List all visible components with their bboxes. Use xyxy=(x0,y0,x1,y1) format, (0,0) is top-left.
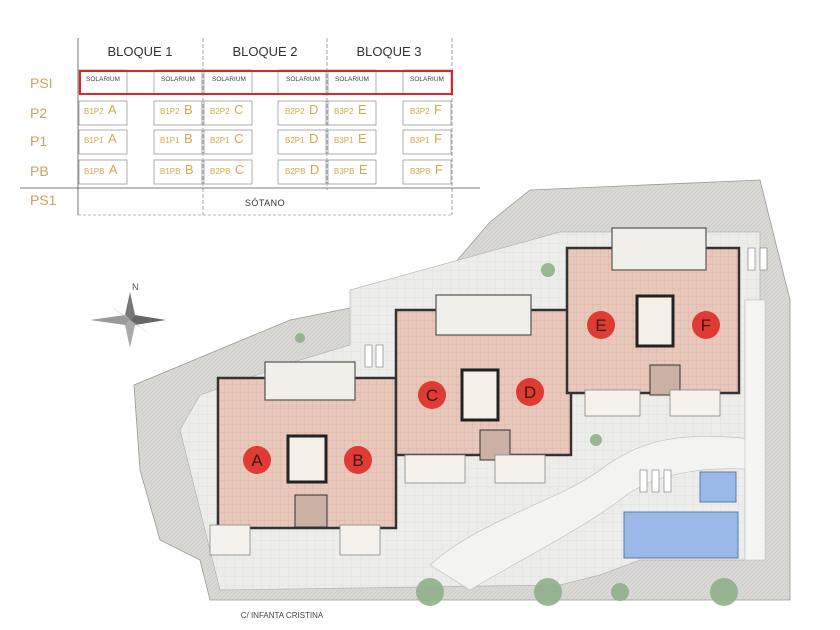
level-label: PS1 xyxy=(30,192,57,208)
street-label: C/ INFANTA CRISTINA xyxy=(241,611,324,620)
unit-marker-label: E xyxy=(595,316,606,335)
unit-marker-label: A xyxy=(251,451,263,470)
cell-outline xyxy=(203,159,253,185)
cell-outline xyxy=(203,100,253,126)
level-label: PB xyxy=(30,163,49,179)
unit-marker-label: D xyxy=(524,383,536,402)
solarium-row: SOLARIUM SOLARIUM SOLARIUM SOLARIUM SOLA… xyxy=(86,76,444,83)
unit-cell: B3P1 F xyxy=(410,130,442,147)
level-label: P1 xyxy=(30,133,47,149)
unit-cell: B2P2 C xyxy=(210,101,243,118)
cell-outline xyxy=(402,159,452,185)
unit-cell: B1PB B xyxy=(160,161,194,178)
cell-outline xyxy=(402,129,452,155)
unit-marker-c xyxy=(418,381,446,409)
cell-outline xyxy=(203,129,253,155)
unit-cell: B1P2 A xyxy=(84,101,117,118)
solarium-cell: SOLARIUM xyxy=(286,76,320,83)
cell-outline xyxy=(153,100,203,126)
unit-marker-label: F xyxy=(701,316,711,335)
unit-cell: B2P2 D xyxy=(285,101,318,118)
unit-marker-e xyxy=(587,311,615,339)
solarium-cell: SOLARIUM xyxy=(161,76,195,83)
cell-outline xyxy=(277,159,327,185)
solarium-cell: SOLARIUM xyxy=(212,76,246,83)
level-label: PSI xyxy=(30,75,53,91)
cell-outline xyxy=(327,100,377,126)
block-header: BLOQUE 3 xyxy=(356,44,421,59)
block-header: BLOQUE 2 xyxy=(232,44,297,59)
unit-cell: B2P1 C xyxy=(210,130,243,147)
unit-cell: B2PB D xyxy=(285,161,319,178)
unit-markers: A B C D E F xyxy=(243,311,720,474)
unit-cell: B3PB E xyxy=(334,161,368,178)
cell-outline xyxy=(153,159,203,185)
solarium-cell: SOLARIUM xyxy=(410,76,444,83)
unit-cell: B2P1 D xyxy=(285,130,318,147)
north-label: N xyxy=(132,282,139,292)
row-p1: B1P1 A B1P1 B B2P1 C B2P1 D B3P1 E B3P1 … xyxy=(84,130,442,147)
unit-cell: B1P1 A xyxy=(84,130,117,147)
solarium-cell: SOLARIUM xyxy=(86,76,120,83)
pool-small xyxy=(699,471,737,503)
solarium-highlight xyxy=(79,70,453,95)
table-cells xyxy=(78,69,452,185)
site-plan: A B C D E F N C/ INFANTA CRISTINA xyxy=(90,179,791,620)
cell-outline xyxy=(78,159,128,185)
cell-outline xyxy=(277,129,327,155)
unit-marker-label: C xyxy=(426,386,438,405)
row-pb: B1PB A B1PB B B2PB C B2PB D B3PB E B3PB … xyxy=(84,161,443,178)
unit-marker-a xyxy=(243,446,271,474)
building-block-2 xyxy=(394,294,573,484)
cell-outline xyxy=(402,100,452,126)
cell-outline xyxy=(78,129,128,155)
cell-outline xyxy=(327,129,377,155)
unit-marker-f xyxy=(692,311,720,339)
row-p2: B1P2 A B1P2 B B2P2 C B2P2 D B3P2 E B3P2 … xyxy=(84,101,442,118)
unit-table: BLOQUE 1 BLOQUE 2 BLOQUE 3 PSI P2 P1 PB … xyxy=(20,38,480,216)
unit-cell: B3P2 F xyxy=(410,101,442,118)
unit-cell: B1P1 B xyxy=(160,130,193,147)
solarium-cell: SOLARIUM xyxy=(335,76,369,83)
unit-marker-b xyxy=(344,446,372,474)
unit-cell: B3PB F xyxy=(410,161,443,178)
unit-cell: B3P2 E xyxy=(334,101,367,118)
block-header: BLOQUE 1 xyxy=(107,44,172,59)
unit-cell: B2PB C xyxy=(210,161,244,178)
unit-cell: B3P1 E xyxy=(334,130,367,147)
cell-outline xyxy=(327,159,377,185)
unit-cell: B1PB A xyxy=(84,161,118,178)
basement-label: SÓTANO xyxy=(245,198,285,208)
cell-outline xyxy=(153,129,203,155)
cell-outline xyxy=(277,100,327,126)
pool-main xyxy=(623,511,739,559)
level-label: P2 xyxy=(30,105,47,121)
cell-outline xyxy=(78,100,128,126)
north-arrow: N xyxy=(90,282,166,348)
unit-marker-label: B xyxy=(352,451,363,470)
unit-cell: B1P2 B xyxy=(160,101,193,118)
unit-marker-d xyxy=(516,378,544,406)
